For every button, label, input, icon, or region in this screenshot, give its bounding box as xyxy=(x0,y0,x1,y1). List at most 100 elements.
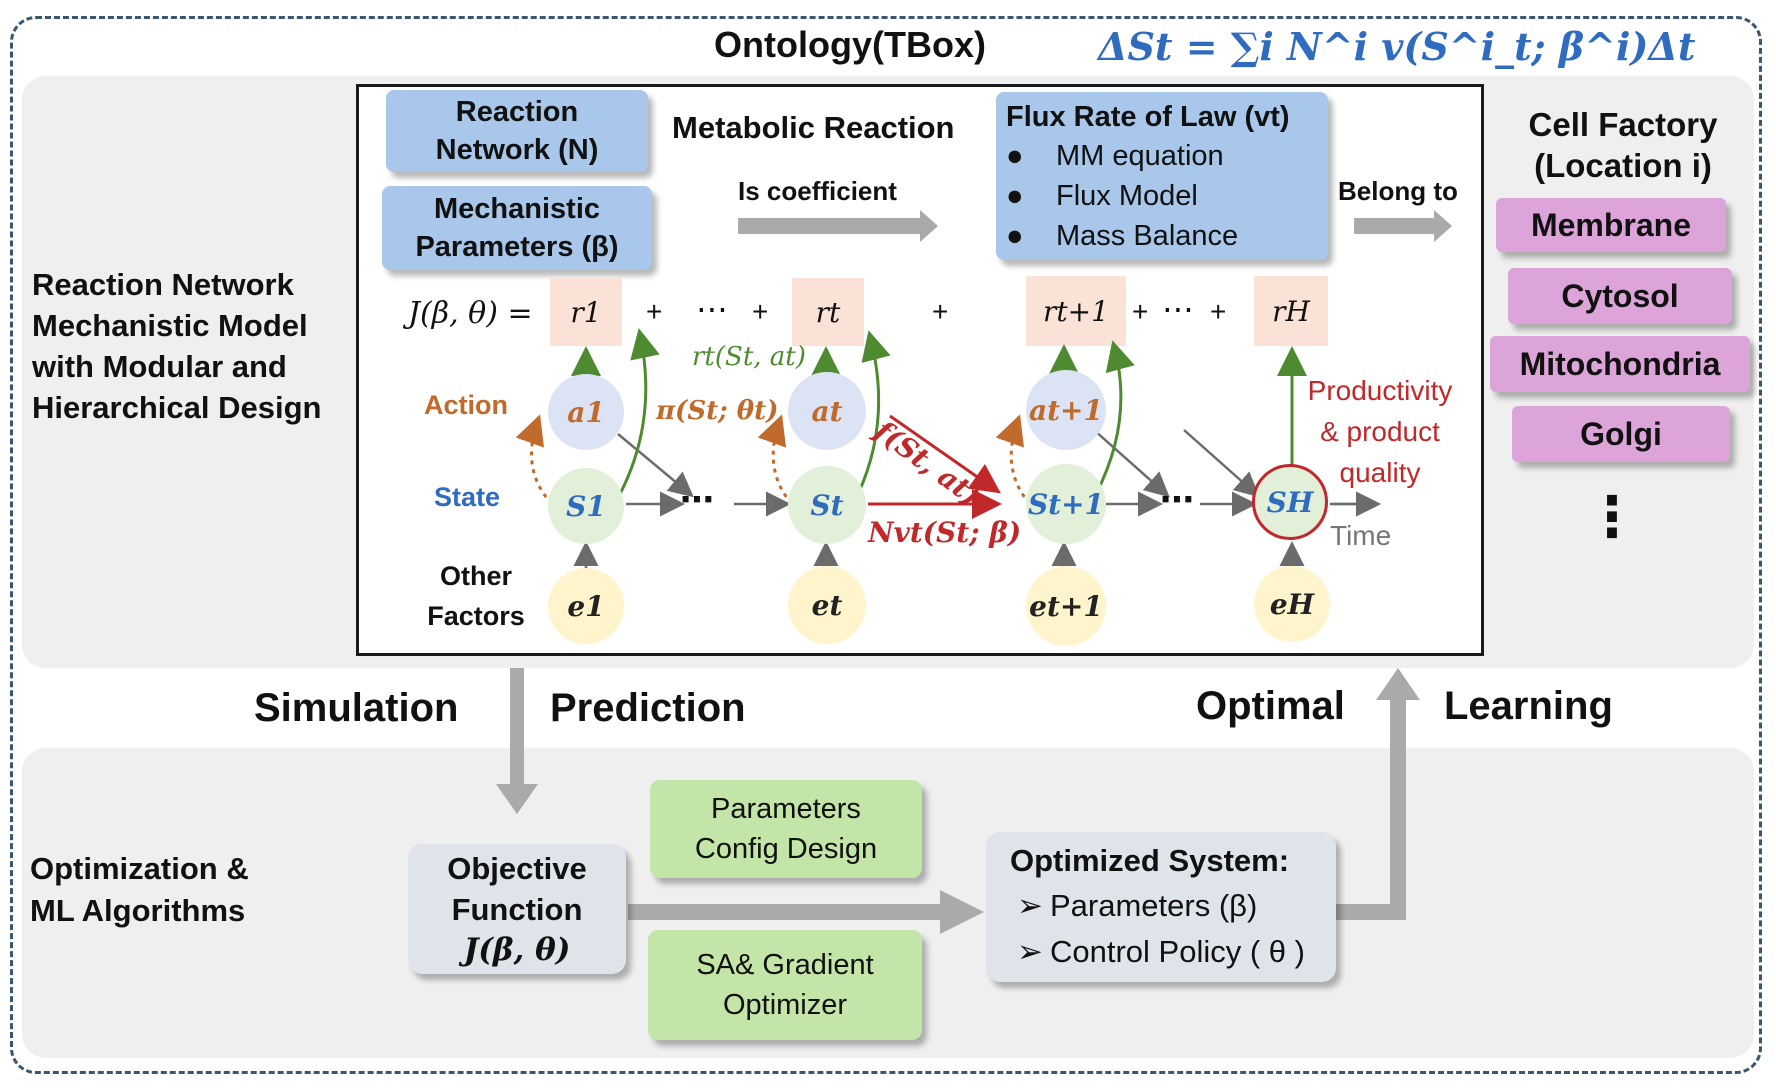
state-node-st: St xyxy=(788,466,866,544)
left-label-line: ML Algorithms xyxy=(30,893,246,928)
productivity-line: quality xyxy=(1339,457,1421,488)
location-membrane: Membrane xyxy=(1496,198,1726,252)
action-node-at1: at+1 xyxy=(1026,370,1106,450)
optimal-label: Optimal xyxy=(1196,684,1345,728)
box-line: Mechanistic xyxy=(434,193,600,225)
flux-item: ● MM equation xyxy=(1006,136,1238,176)
left-label-line: with Modular and xyxy=(32,349,287,384)
ellipsis: ⋯ xyxy=(680,481,714,519)
objective-equation: J(β, θ) = xyxy=(408,296,533,331)
bullet-icon: ● xyxy=(1006,220,1024,252)
reward-function-label: rt(St, at) xyxy=(692,342,806,372)
bullet-icon: ● xyxy=(1006,180,1024,212)
plus-sign: + xyxy=(1210,296,1227,327)
flux-list: ● MM equation ● Flux Model ● Mass Balance xyxy=(1006,136,1238,256)
reaction-network-box: Reaction Network (N) xyxy=(386,90,648,172)
state-node-s1: S1 xyxy=(548,468,624,544)
objective-line: J(β, θ) xyxy=(463,931,571,968)
chevron-right-icon: ➢ xyxy=(1017,934,1043,969)
location-golgi: Golgi xyxy=(1512,406,1730,462)
flux-item-label: MM equation xyxy=(1056,140,1224,172)
state-row-label: State xyxy=(434,482,501,512)
productivity-line: Productivity xyxy=(1307,375,1453,406)
left-label-line: Hierarchical Design xyxy=(32,390,322,425)
cell-factory-line: Cell Factory xyxy=(1528,106,1718,143)
simulation-label: Simulation xyxy=(254,686,459,730)
optimized-system-box: Optimized System: ➢Parameters (β) ➢Contr… xyxy=(986,832,1336,982)
prediction-label: Prediction xyxy=(550,686,746,730)
optimized-item-label: Parameters (β) xyxy=(1050,888,1258,923)
cell-factory-line: (Location i) xyxy=(1534,147,1712,184)
flux-item-label: Mass Balance xyxy=(1056,220,1239,252)
factor-node-e1: e1 xyxy=(548,568,624,644)
flux-item: ● Flux Model xyxy=(1006,176,1238,216)
optimized-title: Optimized System: xyxy=(1010,843,1290,878)
action-node-a1: a1 xyxy=(548,374,624,450)
plus-sign: + xyxy=(646,296,663,327)
chevron-right-icon: ➢ xyxy=(1017,888,1043,923)
left-label-line: Reaction Network xyxy=(32,267,294,302)
sa-gradient-box: SA& Gradient Optimizer xyxy=(648,930,922,1040)
outer-dashed-frame xyxy=(10,16,1762,1074)
reward-rt: rt xyxy=(792,278,864,346)
parameters-config-box: Parameters Config Design xyxy=(650,780,922,878)
left-label-line: Optimization & xyxy=(30,851,249,886)
flux-term-label: Nvt(St; β) xyxy=(868,516,1022,549)
metabolic-reaction-label: Metabolic Reaction xyxy=(672,110,955,145)
box-line: Parameters (β) xyxy=(415,231,619,263)
reward-r1: r1 xyxy=(550,278,622,346)
productivity-label: Productivity & product quality xyxy=(1292,370,1468,493)
state-node-sh: SH xyxy=(1252,464,1328,540)
learning-label: Learning xyxy=(1444,684,1613,728)
factor-node-eh: eH xyxy=(1254,566,1330,642)
ellipsis: ⋯ xyxy=(1160,481,1194,519)
objective-text: J(β, θ) = xyxy=(408,296,533,331)
objective-function-box: Objective Function J(β, θ) xyxy=(408,844,626,974)
cell-factory-title: Cell Factory (Location i) xyxy=(1508,104,1738,186)
flux-item-label: Flux Model xyxy=(1056,180,1198,212)
other-factors-line: Other xyxy=(439,561,512,591)
flux-item: ● Mass Balance xyxy=(1006,216,1238,256)
optimized-item-label: Control Policy ( θ ) xyxy=(1050,934,1305,969)
sa-line: SA& Gradient xyxy=(696,949,874,981)
objective-line: Function xyxy=(451,891,583,927)
box-line: Network (N) xyxy=(435,134,599,166)
left-label-bottom: Optimization & ML Algorithms xyxy=(30,848,249,932)
optimized-item: ➢Parameters (β) xyxy=(1010,883,1257,929)
equation-text: ΔSt = ∑i N^i v(S^i_t; β^i)Δt xyxy=(1098,24,1696,69)
belong-to-label: Belong to xyxy=(1338,176,1458,206)
box-line: Reaction xyxy=(455,96,579,128)
location-mitochondria: Mitochondria xyxy=(1490,336,1750,392)
flux-rate-box: Flux Rate of Law (vt) ● MM equation ● Flux… xyxy=(996,92,1328,260)
flux-equation: ΔSt = ∑i N^i v(S^i_t; β^i)Δt xyxy=(1098,24,1695,69)
sa-line: Optimizer xyxy=(722,989,848,1021)
left-label-line: Mechanistic Model xyxy=(32,308,308,343)
location-cytosol: Cytosol xyxy=(1508,268,1732,324)
is-coefficient-label: Is coefficient xyxy=(738,176,897,206)
factor-node-et1: et+1 xyxy=(1026,566,1106,646)
state-node-st1: St+1 xyxy=(1026,464,1106,544)
params-line: Config Design xyxy=(694,833,878,865)
block-arrows xyxy=(496,210,1452,934)
flux-title: Flux Rate of Law (vt) xyxy=(1006,101,1290,133)
params-line: Parameters xyxy=(711,793,861,825)
more-locations-ellipsis: ⋮ xyxy=(1584,485,1640,548)
mechanistic-parameters-box: Mechanistic Parameters (β) xyxy=(382,186,652,270)
objective-line: Objective xyxy=(447,850,587,886)
left-label-top: Reaction Network Mechanistic Model with … xyxy=(32,264,321,428)
reward-rh: rH xyxy=(1254,276,1328,346)
optimized-item: ➢Control Policy ( θ ) xyxy=(1010,929,1305,975)
ellipsis: ⋯ xyxy=(1162,291,1194,327)
time-axis-label: Time xyxy=(1330,520,1392,551)
plus-sign: + xyxy=(1132,296,1149,327)
reward-rt1: rt+1 xyxy=(1026,276,1126,346)
action-node-at: at xyxy=(788,372,866,450)
productivity-line: & product xyxy=(1320,416,1440,447)
other-factors-line: Factors xyxy=(427,601,525,631)
factor-node-et: et xyxy=(788,566,866,644)
other-factors-label: Other Factors xyxy=(424,556,528,636)
plus-sign: + xyxy=(752,296,769,327)
policy-label: π(St; θt) xyxy=(656,396,779,426)
bullet-icon: ● xyxy=(1006,140,1024,172)
